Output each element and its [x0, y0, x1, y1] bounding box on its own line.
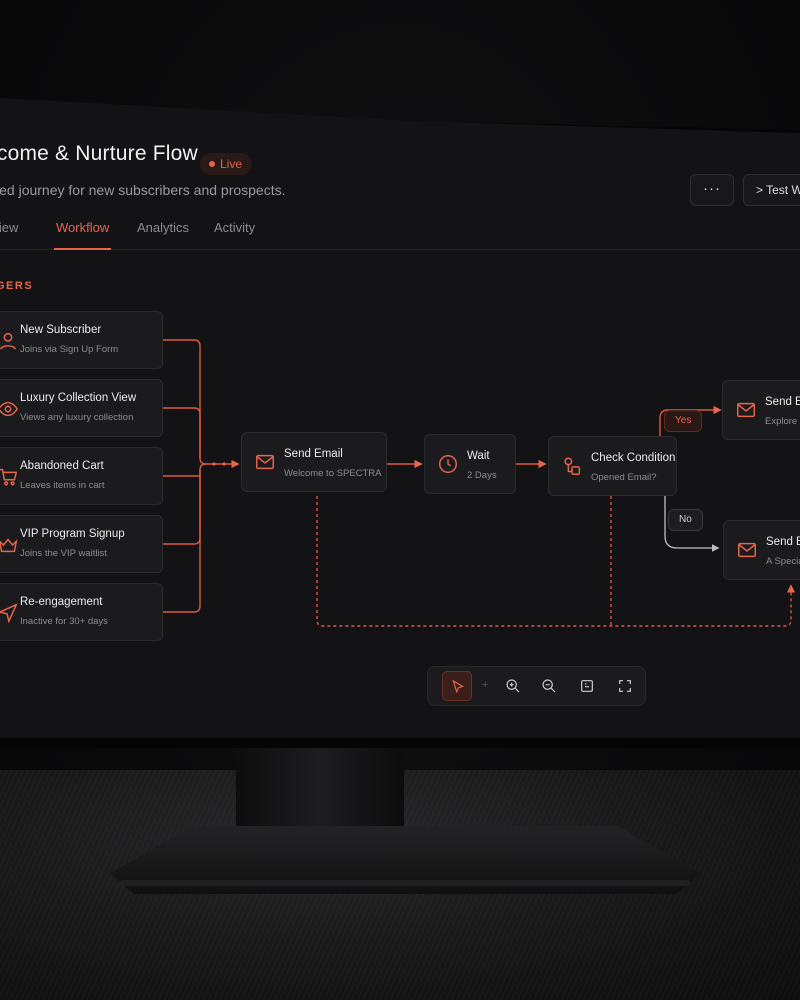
node-subtitle: Explore Ou [765, 416, 800, 427]
node-subtitle: Welcome to SPECTRA [284, 468, 382, 479]
tab-analytics[interactable]: Analytics [137, 220, 190, 235]
trigger-subtitle: Joins via Sign Up Form [20, 344, 119, 355]
monitor-stand-neck [236, 745, 404, 835]
toolbar-separator: + [482, 679, 489, 691]
fit-view-button[interactable] [572, 671, 602, 701]
trigger-title: Abandoned Cart [20, 460, 104, 472]
pointer-icon [452, 679, 465, 694]
trigger-subtitle: Views any luxury collection [20, 412, 134, 423]
zoom-out-icon [542, 679, 556, 693]
node-check-condition[interactable]: Check Condition Opened Email? [548, 436, 677, 496]
trigger-title: Re-engagement [20, 596, 103, 608]
test-workflow-button[interactable]: > Test W [743, 174, 800, 206]
triggers-section-label: GERS [0, 280, 34, 292]
branch-no-label: No [668, 509, 703, 531]
node-title: Wait [467, 450, 490, 462]
node-send-email[interactable]: Send Email Welcome to SPECTRA [241, 432, 387, 492]
crown-icon [0, 538, 18, 553]
pointer-tool-button[interactable] [442, 671, 472, 701]
node-title: Send Em [766, 536, 800, 548]
node-subtitle: Opened Email? [591, 472, 657, 483]
mail-icon [256, 454, 274, 470]
user-icon [0, 332, 17, 350]
node-title: Check Condition [591, 452, 676, 464]
canvas-toolbar: + [427, 666, 646, 706]
node-title: Send Em [765, 396, 800, 408]
trigger-subtitle: Joins the VIP waitlist [20, 548, 107, 559]
mail-icon [738, 542, 756, 558]
eye-icon [0, 401, 19, 417]
cart-icon [0, 468, 18, 486]
trigger-new-subscriber[interactable]: New Subscriber Joins via Sign Up Form [0, 311, 163, 369]
zoom-in-button[interactable] [498, 671, 528, 701]
node-subtitle: A Special I [766, 556, 800, 567]
trigger-vip-program-signup[interactable]: VIP Program Signup Joins the VIP waitlis… [0, 515, 163, 573]
condition-icon [564, 457, 581, 475]
send-icon [0, 603, 18, 624]
branch-yes-label: Yes [664, 410, 703, 432]
trigger-abandoned-cart[interactable]: Abandoned Cart Leaves items in cart [0, 447, 163, 505]
clock-icon [439, 455, 457, 473]
trigger-luxury-collection-view[interactable]: Luxury Collection View Views any luxury … [0, 379, 163, 437]
trigger-title: VIP Program Signup [20, 528, 125, 540]
monitor-stand-edge [120, 880, 690, 886]
trigger-subtitle: Leaves items in cart [20, 480, 105, 491]
tab-bar: rview Workflow Analytics Activity [0, 210, 800, 250]
trigger-subtitle: Inactive for 30+ days [20, 616, 108, 627]
node-wait[interactable]: Wait 2 Days [424, 434, 516, 494]
fit-view-icon [581, 680, 593, 692]
monitor-screen: lcome & Nurture Flow Live omated journey… [0, 98, 800, 738]
workflow-connectors [163, 339, 796, 627]
status-badge: Live [200, 153, 253, 175]
node-title: Send Email [284, 448, 343, 460]
page-title: lcome & Nurture Flow [0, 142, 198, 165]
node-send-email-no[interactable]: Send Em A Special I [723, 520, 800, 580]
zoom-out-button[interactable] [534, 671, 564, 701]
zoom-in-icon [506, 679, 520, 693]
more-options-button[interactable]: ··· [690, 174, 734, 206]
fullscreen-button[interactable] [610, 671, 640, 701]
node-send-email-yes[interactable]: Send Em Explore Ou [722, 380, 800, 440]
tab-activity[interactable]: Activity [214, 220, 256, 235]
page-subtitle: omated journey for new subscribers and p… [0, 182, 286, 198]
trigger-title: New Subscriber [20, 324, 102, 336]
trigger-title: Luxury Collection View [20, 392, 137, 404]
node-subtitle: 2 Days [467, 470, 497, 481]
trigger-re-engagement[interactable]: Re-engagement Inactive for 30+ days [0, 583, 163, 641]
mail-icon [737, 402, 755, 418]
tab-workflow[interactable]: Workflow [53, 220, 112, 250]
fullscreen-icon [619, 680, 631, 692]
tab-overview[interactable]: rview [0, 220, 19, 235]
